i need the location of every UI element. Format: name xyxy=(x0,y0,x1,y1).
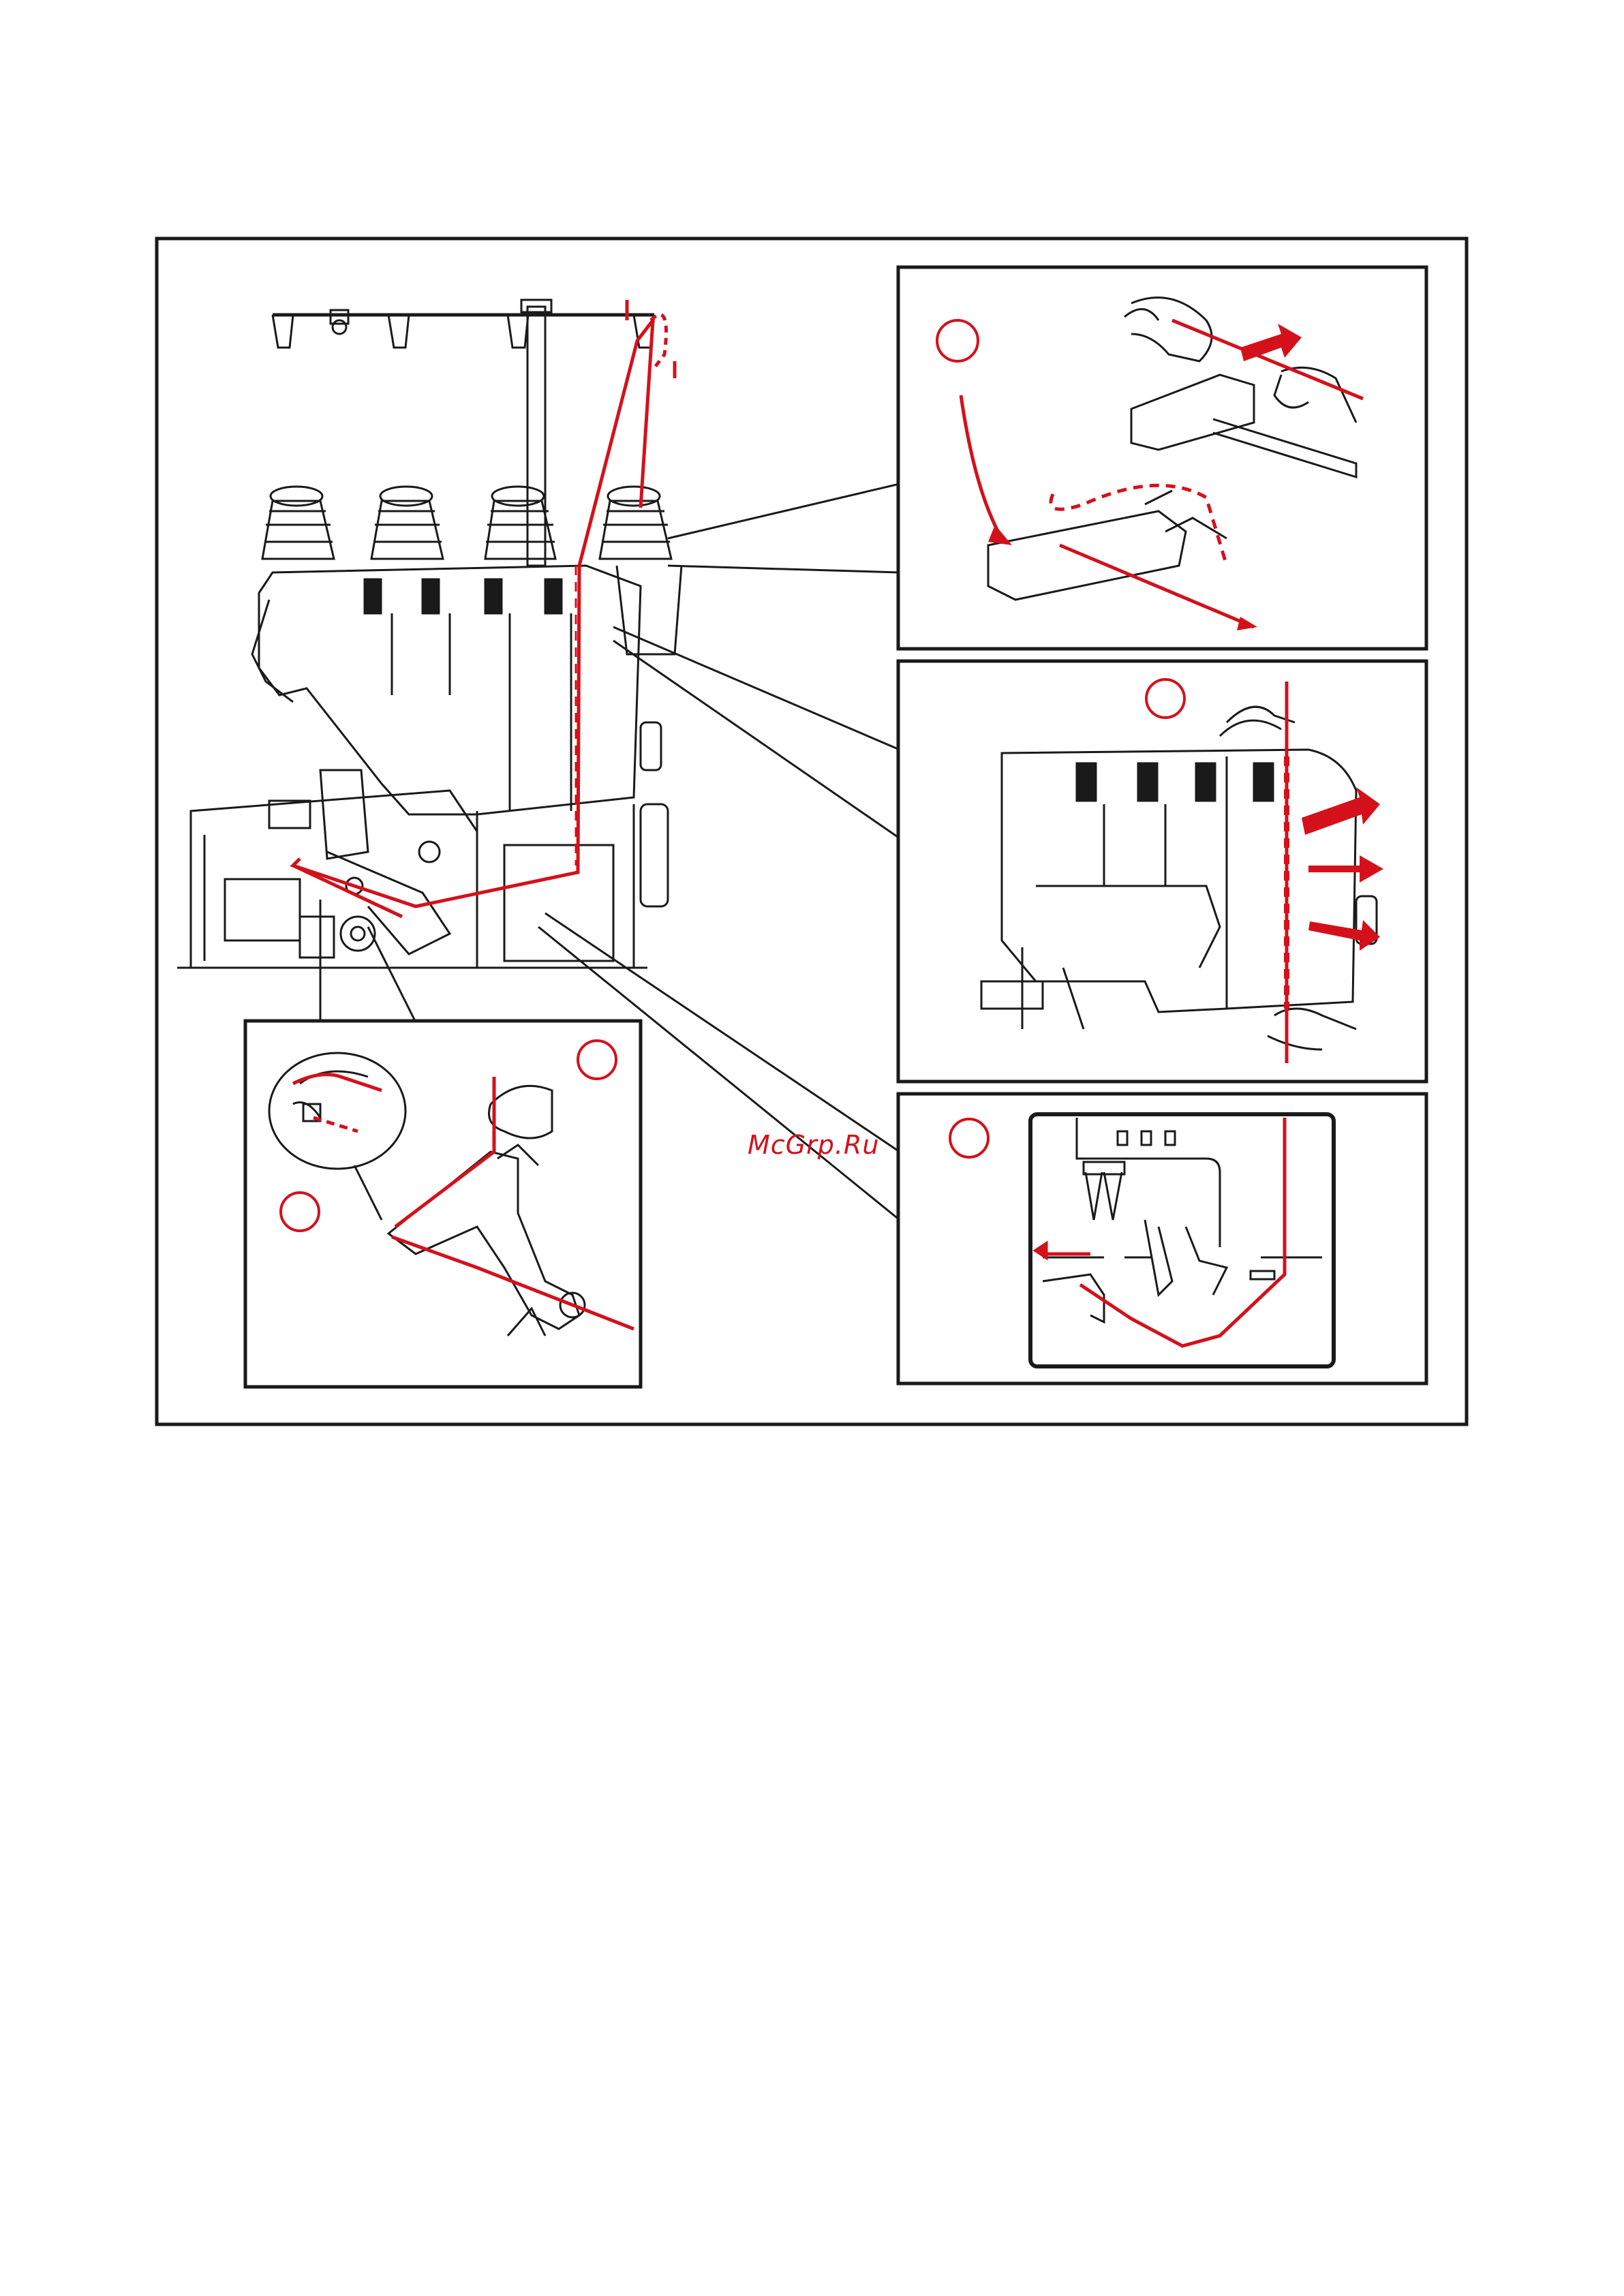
watermark-text: McGrp.Ru xyxy=(748,1130,879,1160)
thread-cone-2 xyxy=(371,487,443,559)
thread-cone-4 xyxy=(600,487,681,654)
main-machine-illustration xyxy=(177,300,681,968)
panel-step-3 xyxy=(245,1021,641,1387)
main-thread-path xyxy=(293,300,675,917)
thread-cone-1 xyxy=(262,487,334,559)
panel-step-4 xyxy=(898,1094,1426,1383)
panel-step-1 xyxy=(898,267,1426,649)
panel-step-2 xyxy=(898,661,1426,1082)
